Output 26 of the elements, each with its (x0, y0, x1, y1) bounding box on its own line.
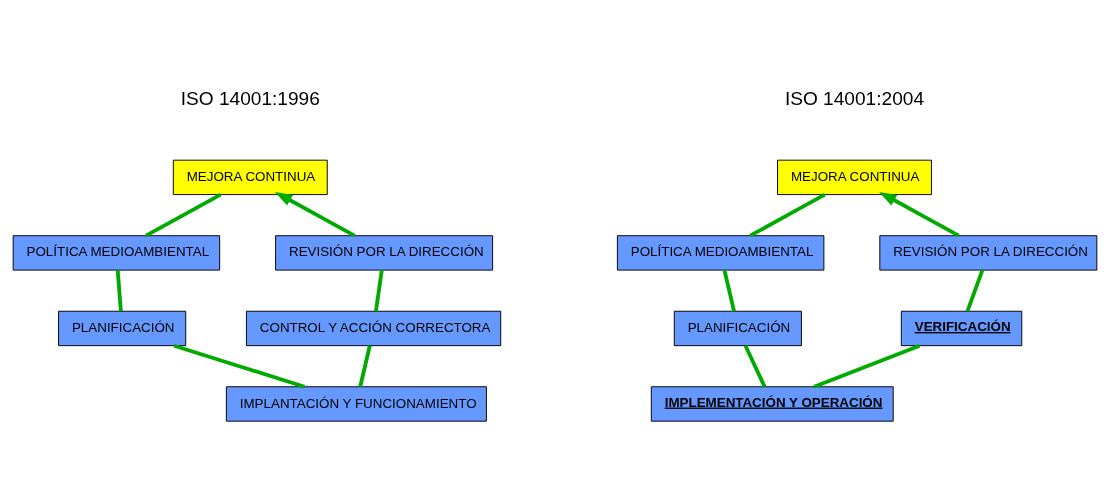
node-box: IMPLANTACIÓN Y FUNCIONAMIENTO (225, 386, 487, 422)
node-box: MEJORA CONTINUA (777, 159, 932, 196)
connector (374, 269, 384, 312)
node-box: PLANIFICACIÓN (58, 310, 187, 347)
node-box: REVISIÓN POR LA DIRECCIÓN (879, 235, 1098, 271)
node-box: VERIFICACIÓN (900, 310, 1023, 347)
connector (813, 343, 921, 389)
node-box: POLÍTICA MEDIOAMBIENTAL (12, 235, 221, 271)
node-box: REVISIÓN POR LA DIRECCIÓN (275, 235, 494, 271)
arrow (879, 191, 960, 238)
label: ISO 14001:1996 (180, 87, 320, 109)
connector (145, 193, 222, 238)
node-box: MEJORA CONTINUA (172, 159, 328, 196)
connector (115, 270, 123, 312)
label: ISO 14001:2004 (784, 87, 925, 109)
node-box: CONTROL Y ACCIÓN CORRECTORA (245, 310, 502, 347)
arrow (274, 191, 356, 238)
connector (722, 269, 736, 312)
node-box: IMPLEMENTACIÓN Y OPERACIÓN (650, 386, 894, 422)
connector (743, 344, 767, 388)
connector (749, 193, 826, 238)
connector (358, 345, 372, 388)
node-box: PLANIFICACIÓN (673, 310, 802, 347)
node-box: POLÍTICA MEDIOAMBIENTAL (616, 235, 825, 271)
connector (965, 269, 985, 312)
connector (173, 343, 306, 389)
